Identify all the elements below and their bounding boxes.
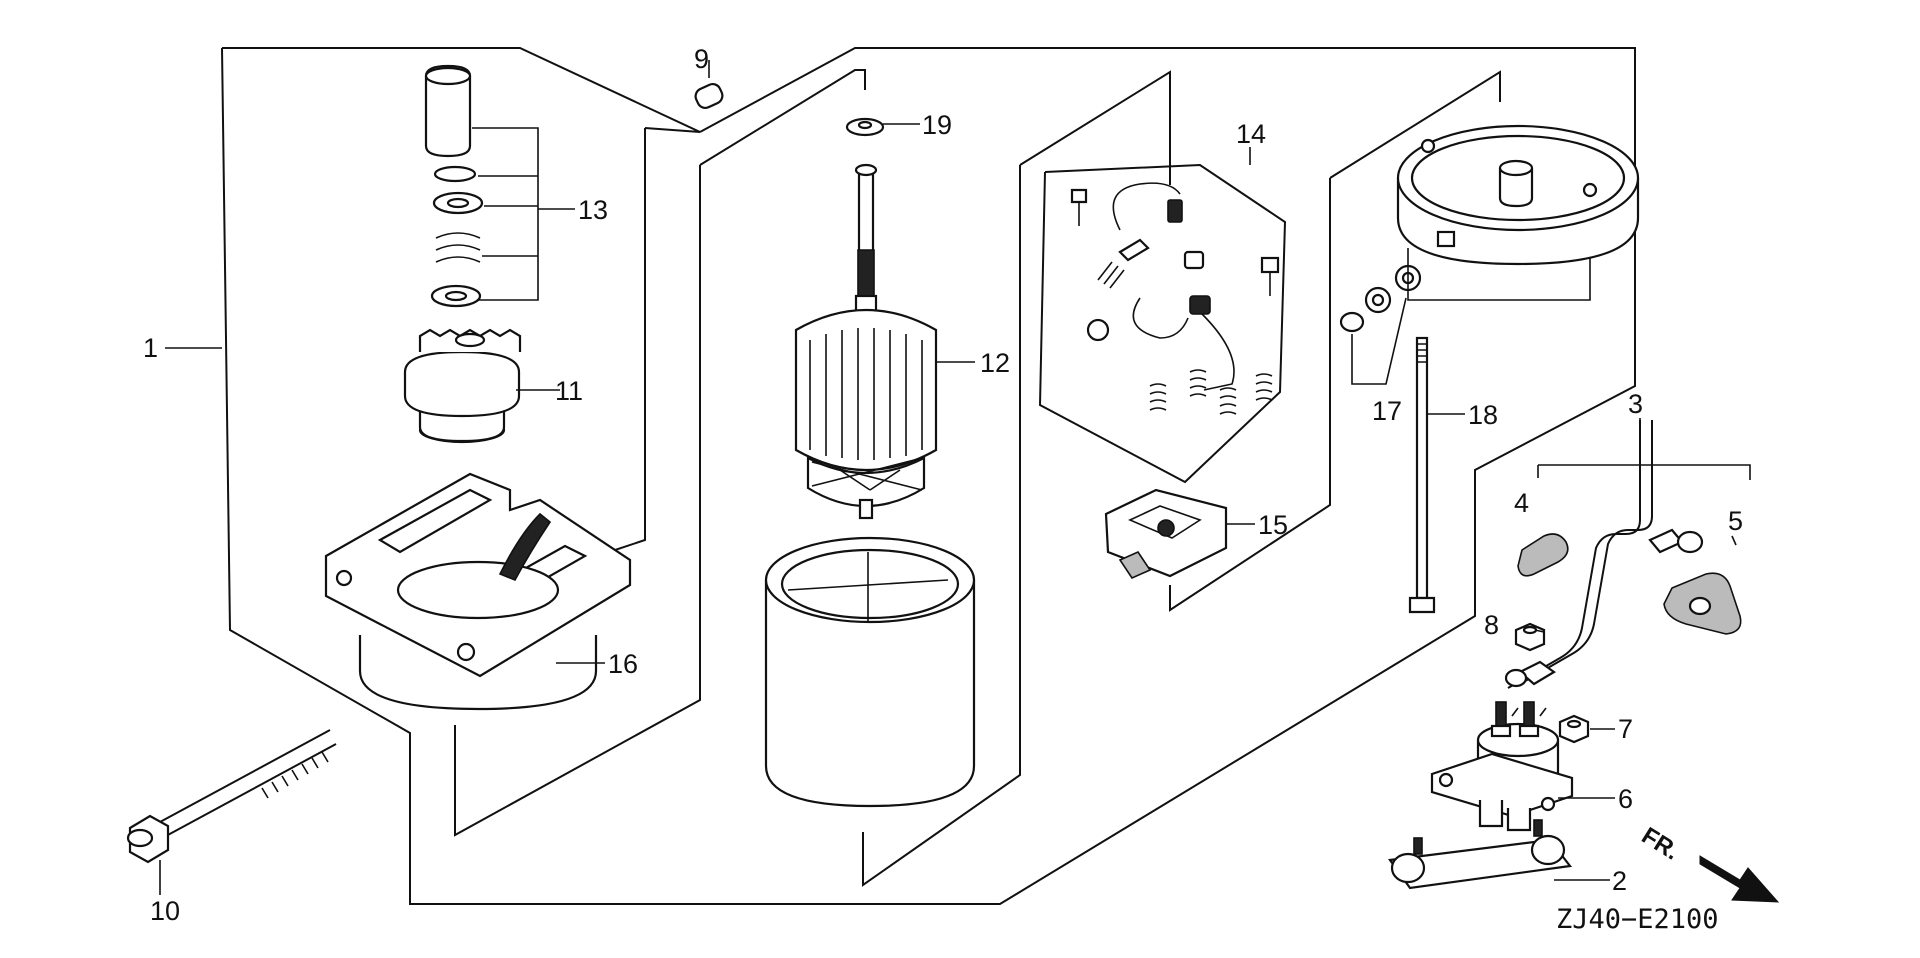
- part-terminal-cap-4: [1517, 533, 1569, 577]
- callout-7: 7: [1618, 714, 1633, 744]
- callout-3: 3: [1628, 389, 1643, 419]
- callout-14: 14: [1236, 119, 1266, 149]
- part-mounting-plate-2: [1388, 819, 1573, 890]
- callout-6: 6: [1618, 784, 1633, 814]
- callout-12: 12: [980, 348, 1010, 378]
- part-through-bolt-10: [126, 729, 337, 864]
- part-motor-case: [764, 536, 976, 808]
- assembly-boundary-lines: [221, 47, 1636, 905]
- part-nut-8: [1514, 622, 1546, 652]
- callout-4: 4: [1514, 488, 1529, 518]
- part-starter-cable-3: [1504, 420, 1751, 689]
- callout-leader-lines: [159, 123, 1737, 895]
- callout-13: 13: [578, 195, 608, 225]
- part-rear-end-cover: [1396, 124, 1640, 301]
- part-pinion-gear-11: [403, 328, 522, 444]
- part-washer-19: [845, 117, 885, 137]
- callout-16: 16: [608, 649, 638, 679]
- callout-1: 1: [143, 333, 158, 363]
- callout-19: 19: [922, 110, 952, 140]
- callout-11: 11: [555, 376, 583, 406]
- front-direction-arrow-icon: [1699, 855, 1780, 903]
- part-armature-12: [794, 163, 938, 520]
- part-dowel-pin-9: [694, 60, 724, 110]
- diagram-reference-code: ZJ40−E2100: [1556, 904, 1719, 935]
- callout-labels: 1 2 3 4 5 6 7 8 9 10 11 12 13 14 15 16 1…: [143, 44, 1743, 926]
- callout-18: 18: [1468, 400, 1498, 430]
- part-through-bolt-18: [1408, 336, 1436, 614]
- part-drive-housing-16: [324, 472, 632, 711]
- part-brush-holder-15: [1104, 488, 1228, 580]
- callout-9: 9: [694, 44, 709, 74]
- callout-10: 10: [150, 896, 180, 926]
- front-direction-label: FR.: [1637, 822, 1684, 865]
- callout-2: 2: [1612, 866, 1627, 896]
- part-brush-set-14: [1038, 163, 1287, 484]
- part-boot-5: [1663, 572, 1742, 635]
- callout-5: 5: [1728, 506, 1743, 536]
- callout-15: 15: [1258, 510, 1288, 540]
- part-nut-7: [1558, 714, 1590, 744]
- part-pinion-stop-set-13: [424, 64, 539, 308]
- front-direction-indicator: FR.: [1637, 822, 1780, 903]
- part-solenoid-6: [1430, 701, 1574, 832]
- callout-8: 8: [1484, 610, 1499, 640]
- callout-17: 17: [1372, 396, 1402, 426]
